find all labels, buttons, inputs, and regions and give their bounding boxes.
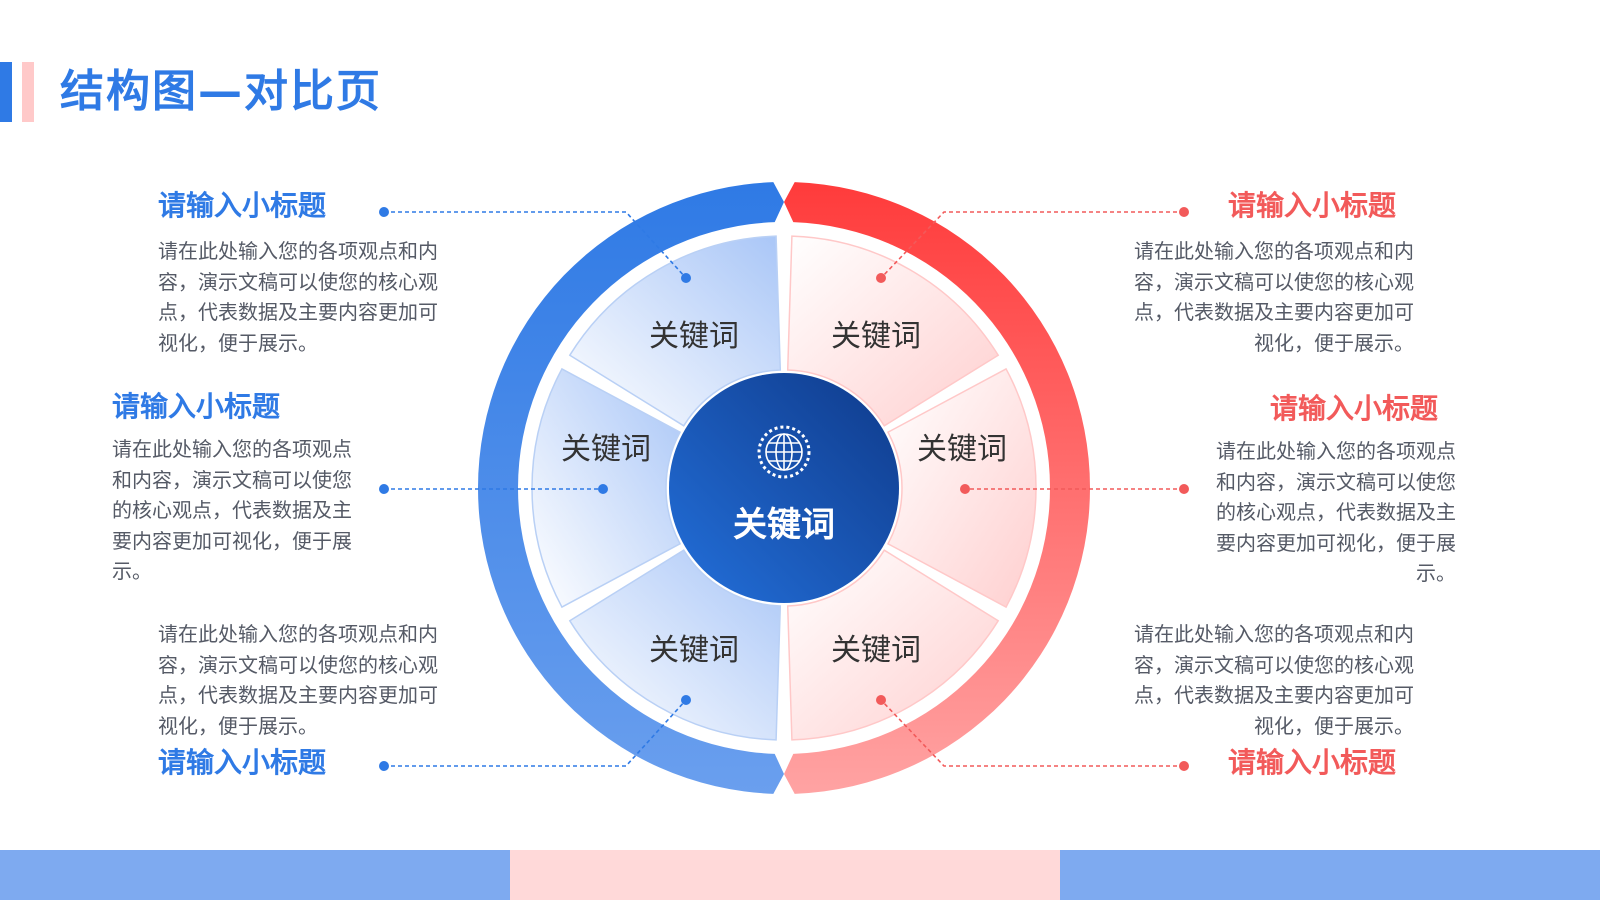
connector-right-top-outer-dot: [1179, 207, 1189, 217]
globe-icon: [757, 425, 811, 479]
connector-left-top-inner-dot: [681, 273, 691, 283]
connector-right-mid-inner-dot: [960, 484, 970, 494]
connector-right-top-inner-dot: [876, 273, 886, 283]
left-mid-text: 请在此处输入您的各项观点和内容，演示文稿可以使您的核心观点，代表数据及主要内容更…: [112, 437, 352, 583]
segment-label-left-mid: 关键词: [561, 432, 651, 467]
connector-right-bottom: [880, 699, 1184, 767]
right-bottom-text: 请在此处输入您的各项观点和内容，演示文稿可以使您的核心观点，代表数据及主要内容更…: [1134, 622, 1414, 738]
connector-left-top-outer-dot: [379, 207, 389, 217]
connector-left-mid-outer-dot: [379, 484, 389, 494]
right-bottom-subtitle: 请输入小标题: [1228, 746, 1397, 779]
connector-right-bottom-outer-dot: [1179, 761, 1189, 771]
right-mid-subtitle: 请输入小标题: [1270, 392, 1439, 425]
connector-right-bottom-inner-dot: [876, 695, 886, 705]
right-top-subtitle: 请输入小标题: [1228, 189, 1397, 222]
segment-label-right-mid: 关键词: [917, 432, 1007, 467]
page-title: 结构图—对比页: [60, 66, 382, 117]
connector-left-bottom-outer-dot: [379, 761, 389, 771]
left-top-text: 请在此处输入您的各项观点和内容，演示文稿可以使您的核心观点，代表数据及主要内容更…: [158, 239, 438, 355]
connector-left-mid-inner-dot: [598, 484, 608, 494]
right-top-text: 请在此处输入您的各项观点和内容，演示文稿可以使您的核心观点，代表数据及主要内容更…: [1134, 239, 1414, 355]
right-mid-text: 请在此处输入您的各项观点和内容，演示文稿可以使您的核心观点，代表数据及主要内容更…: [1216, 439, 1456, 585]
left-mid-subtitle: 请输入小标题: [112, 390, 281, 423]
segment-right-top: [786, 235, 1000, 427]
outer-arc-blue: [477, 182, 784, 794]
title-accent-bar-pink: [22, 62, 34, 122]
segment-label-left-top: 关键词: [649, 319, 739, 354]
connector-left-bottom-inner-dot: [681, 695, 691, 705]
left-bottom-subtitle: 请输入小标题: [158, 746, 327, 779]
segment-right-bottom: [786, 549, 1000, 741]
segment-left-bottom: [568, 549, 782, 741]
left-bottom-text: 请在此处输入您的各项观点和内容，演示文稿可以使您的核心观点，代表数据及主要内容更…: [158, 622, 438, 738]
connector-left-bottom: [384, 699, 687, 767]
connector-right-mid-outer-dot: [1179, 484, 1189, 494]
segment-label-left-bottom: 关键词: [649, 633, 739, 668]
footer-bar-blue-right: [1060, 850, 1600, 900]
footer-bar-pink: [510, 850, 1060, 900]
outer-arc-red: [784, 182, 1091, 794]
segment-left-top: [568, 235, 782, 427]
segment-label-right-top: 关键词: [831, 319, 921, 354]
footer-bar-blue-left: [0, 850, 510, 900]
segment-label-right-bottom: 关键词: [831, 633, 921, 668]
center-circle: [669, 373, 899, 603]
connector-left-top: [384, 211, 687, 279]
center-label: 关键词: [733, 505, 835, 545]
left-top-subtitle: 请输入小标题: [158, 189, 327, 222]
connector-right-top: [880, 211, 1184, 279]
title-accent-bar-blue: [0, 62, 12, 122]
